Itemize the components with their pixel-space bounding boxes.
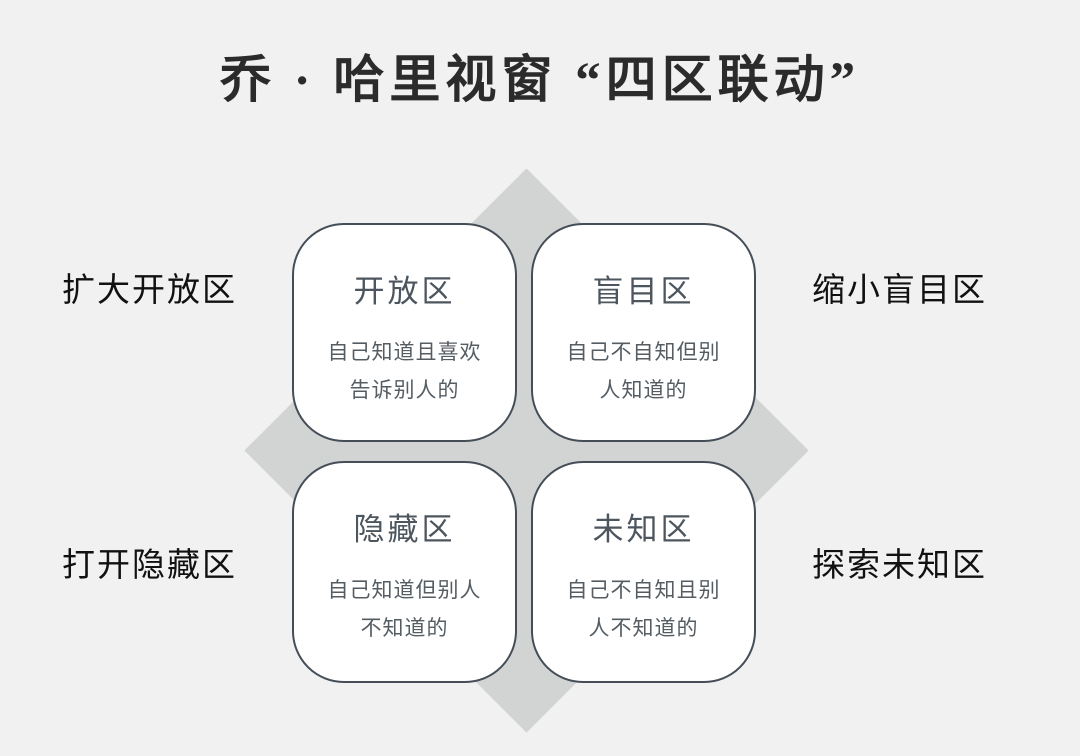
quadrant-card-blind-area: 盲目区 自己不自知但别 人知道的 (531, 223, 756, 442)
quadrant-desc-line: 人不知道的 (588, 617, 699, 640)
quadrant-title: 隐藏区 (353, 512, 456, 547)
quadrant-title: 开放区 (353, 274, 456, 309)
quadrant-description: 自己不自知但别 人知道的 (533, 334, 754, 410)
page-title: 乔 · 哈里视窗 “四区联动” (219, 53, 861, 109)
quadrant-card-hidden-area: 隐藏区 自己知道但别人 不知道的 (292, 461, 517, 683)
quadrant-desc-line: 自己知道且喜欢 (327, 341, 482, 364)
quadrant-desc-line: 自己知道但别人 (327, 579, 482, 602)
side-label-expand-open-area: 扩大开放区 (62, 271, 237, 308)
quadrant-desc-line: 人知道的 (599, 379, 688, 402)
quadrant-title: 未知区 (592, 512, 695, 547)
quadrant-desc-line: 不知道的 (360, 617, 449, 640)
side-label-reduce-blind-area: 缩小盲目区 (812, 271, 987, 308)
side-label-open-hidden-area: 打开隐藏区 (62, 546, 237, 583)
quadrant-title: 盲目区 (592, 274, 695, 309)
quadrant-description: 自己知道但别人 不知道的 (294, 572, 515, 648)
quadrant-desc-line: 自己不自知且别 (566, 579, 721, 602)
quadrant-description: 自己不自知且别 人不知道的 (533, 572, 754, 648)
quadrant-card-open-area: 开放区 自己知道且喜欢 告诉别人的 (292, 223, 517, 442)
side-label-explore-unknown-area: 探索未知区 (812, 546, 987, 583)
quadrant-desc-line: 自己不自知但别 (566, 341, 721, 364)
quadrant-desc-line: 告诉别人的 (349, 379, 460, 402)
quadrant-card-unknown-area: 未知区 自己不自知且别 人不知道的 (531, 461, 756, 683)
quadrant-description: 自己知道且喜欢 告诉别人的 (294, 334, 515, 410)
